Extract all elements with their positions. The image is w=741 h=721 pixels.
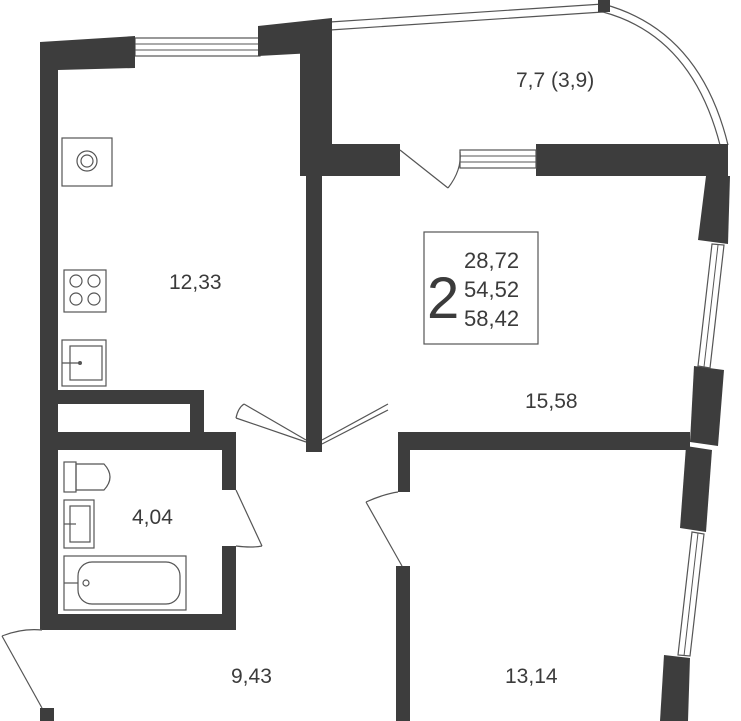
hallway-area-label: 9,43 (231, 665, 272, 688)
apartment-info-box: 2 28,72 54,52 58,42 (423, 231, 539, 345)
boiler-icon (61, 137, 113, 187)
window-icon (134, 37, 261, 57)
kitchen-sink-icon (61, 339, 107, 387)
living-area: 28,72 (464, 248, 519, 273)
window-icon (459, 149, 537, 169)
kitchen-area-label: 12,33 (169, 271, 222, 294)
total-area-with-balcony: 58,42 (464, 306, 519, 331)
bathtub-icon (63, 555, 187, 611)
balcony-glazing (329, 0, 729, 146)
window-icon (677, 243, 725, 657)
stove-icon (63, 269, 107, 313)
walls (40, 18, 730, 721)
toilet-icon (63, 461, 111, 493)
rooms-count: 2 (427, 266, 459, 331)
door-swing-icon (1, 149, 461, 709)
bedroom-area-label: 13,14 (505, 665, 558, 688)
total-area: 54,52 (464, 277, 519, 302)
bathroom-area-label: 4,04 (132, 506, 173, 529)
balcony-area-label: 7,7 (3,9) (516, 69, 594, 92)
living-room-area-label: 15,58 (525, 390, 578, 413)
washbasin-icon (63, 499, 95, 549)
